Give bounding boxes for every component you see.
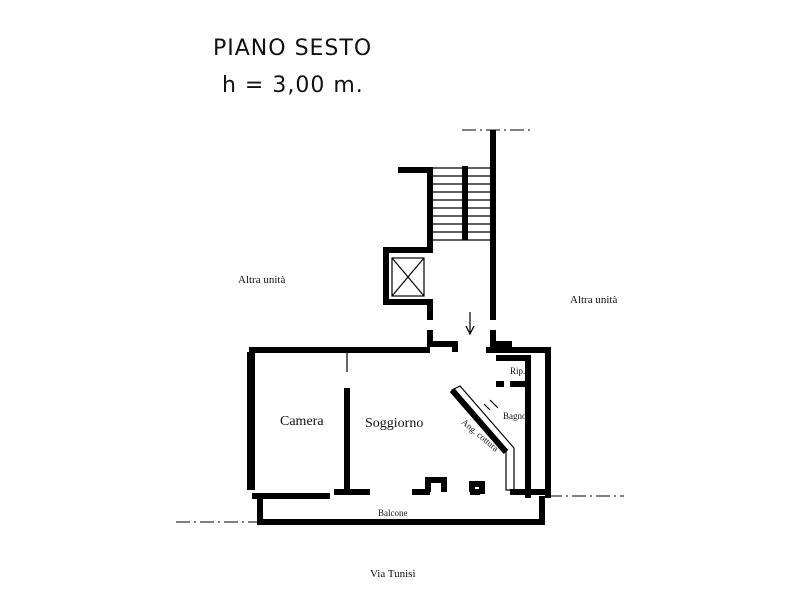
label-other-unit-right: Altra unità [570,294,617,306]
label-other-unit-left: Altra unità [238,274,285,286]
label-street: Via Tunisi [370,568,416,580]
plan-height: h = 3,00 m. [222,73,364,98]
label-bagno: Bagno [503,411,527,421]
label-camera: Camera [280,414,324,429]
label-balcone: Balcone [378,508,408,518]
balcony [176,495,624,525]
label-soggiorno: Soggiorno [365,416,423,431]
label-rip: Rip. [510,366,525,376]
apartment-walls [247,347,551,499]
plan-title: PIANO SESTO [213,36,372,61]
stair-block [383,129,530,352]
